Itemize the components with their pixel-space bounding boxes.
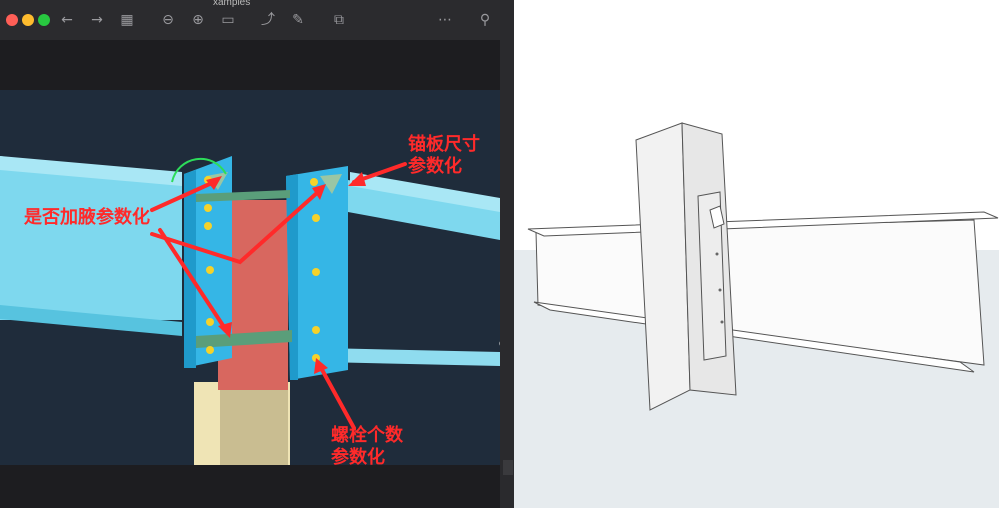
render-viewport[interactable] <box>0 90 500 465</box>
model-preview-pane[interactable] <box>514 0 999 508</box>
column-band <box>196 330 292 348</box>
close-button[interactable] <box>6 14 18 26</box>
model-geometry <box>527 122 999 411</box>
arrow-stiffener-1 <box>150 180 216 212</box>
steel-connection-render <box>0 156 500 465</box>
right-beam-bottom-flange <box>322 348 500 366</box>
plate-stiffener <box>709 205 725 229</box>
bolt <box>204 204 212 212</box>
bolt-marks <box>715 252 724 324</box>
grid-icon[interactable]: ▦ <box>120 12 134 28</box>
left-end-plate-side <box>184 170 196 368</box>
column-lower-shade <box>220 382 288 465</box>
document-header <box>0 40 500 90</box>
zoom-button[interactable] <box>38 14 50 26</box>
pin-icon[interactable]: ⚲ <box>479 12 491 28</box>
rotate-icon[interactable]: ⤴ <box>261 12 275 28</box>
model-line-drawing <box>514 122 999 508</box>
annotation-arrows <box>150 162 407 430</box>
arrow-stiffener-3 <box>158 228 228 332</box>
arrow-heads <box>206 172 366 374</box>
back-arrow-icon[interactable]: ← <box>61 12 73 28</box>
arrow-head <box>218 322 232 338</box>
left-beam-web <box>0 156 182 320</box>
viewer-window: ← → ▦ ⊖ ⊕ ▭ ⤴ ✎ ⧉ ⋯ ⚲ xamples <box>0 0 500 508</box>
bolt <box>312 268 320 276</box>
left-beam-top-flange <box>0 156 182 186</box>
annotation-stiffener: 是否加腋参数化 <box>24 207 150 228</box>
connection-plate <box>697 191 727 361</box>
more-icon[interactable]: ⋯ <box>438 12 452 28</box>
tab-title[interactable]: xamples <box>213 0 251 8</box>
arrow-head <box>206 176 222 190</box>
toolbar: ← → ▦ ⊖ ⊕ ▭ ⤴ ✎ ⧉ ⋯ ⚲ xamples <box>0 0 500 41</box>
bolt <box>310 178 318 186</box>
share-icon[interactable]: ⧉ <box>334 12 344 28</box>
bolt <box>312 326 320 334</box>
zoom-in-icon[interactable]: ⊕ <box>192 12 204 28</box>
bolt <box>206 266 214 274</box>
annotation-bolt-count: 螺栓个数 参数化 <box>331 425 403 468</box>
bolt <box>206 346 214 354</box>
split-divider[interactable] <box>500 0 514 508</box>
arrow-head <box>312 184 326 200</box>
arrow-head <box>348 172 366 186</box>
zoom-out-icon[interactable]: ⊖ <box>162 12 174 28</box>
minimize-button[interactable] <box>22 14 34 26</box>
bolt-mark <box>718 288 722 292</box>
edit-icon[interactable]: ✎ <box>292 12 304 28</box>
forward-arrow-icon[interactable]: → <box>91 12 103 28</box>
bolt-mark <box>715 252 719 256</box>
bottom-area <box>0 465 500 508</box>
column-top-band <box>196 190 290 202</box>
rotation-gizmo <box>171 157 227 183</box>
right-beam-top-flange <box>350 172 500 212</box>
arrow-head <box>314 358 328 374</box>
stiffener-right <box>320 174 342 194</box>
bolt <box>206 318 214 326</box>
right-beam-upper <box>348 180 500 240</box>
bolt <box>312 214 320 222</box>
arrow-stiffener-2 <box>150 190 320 265</box>
divider-handle[interactable] <box>503 460 513 475</box>
arrow-bolt-count <box>318 364 356 430</box>
beam-bottom-flange <box>533 301 975 373</box>
right-end-plate-side <box>286 174 298 380</box>
left-beam-bottom-flange <box>0 305 182 336</box>
bolt-mark <box>720 320 724 324</box>
bolt <box>204 222 212 230</box>
fit-icon[interactable]: ▭ <box>221 12 235 28</box>
annotation-anchor-plate: 锚板尺寸 参数化 <box>408 134 480 177</box>
